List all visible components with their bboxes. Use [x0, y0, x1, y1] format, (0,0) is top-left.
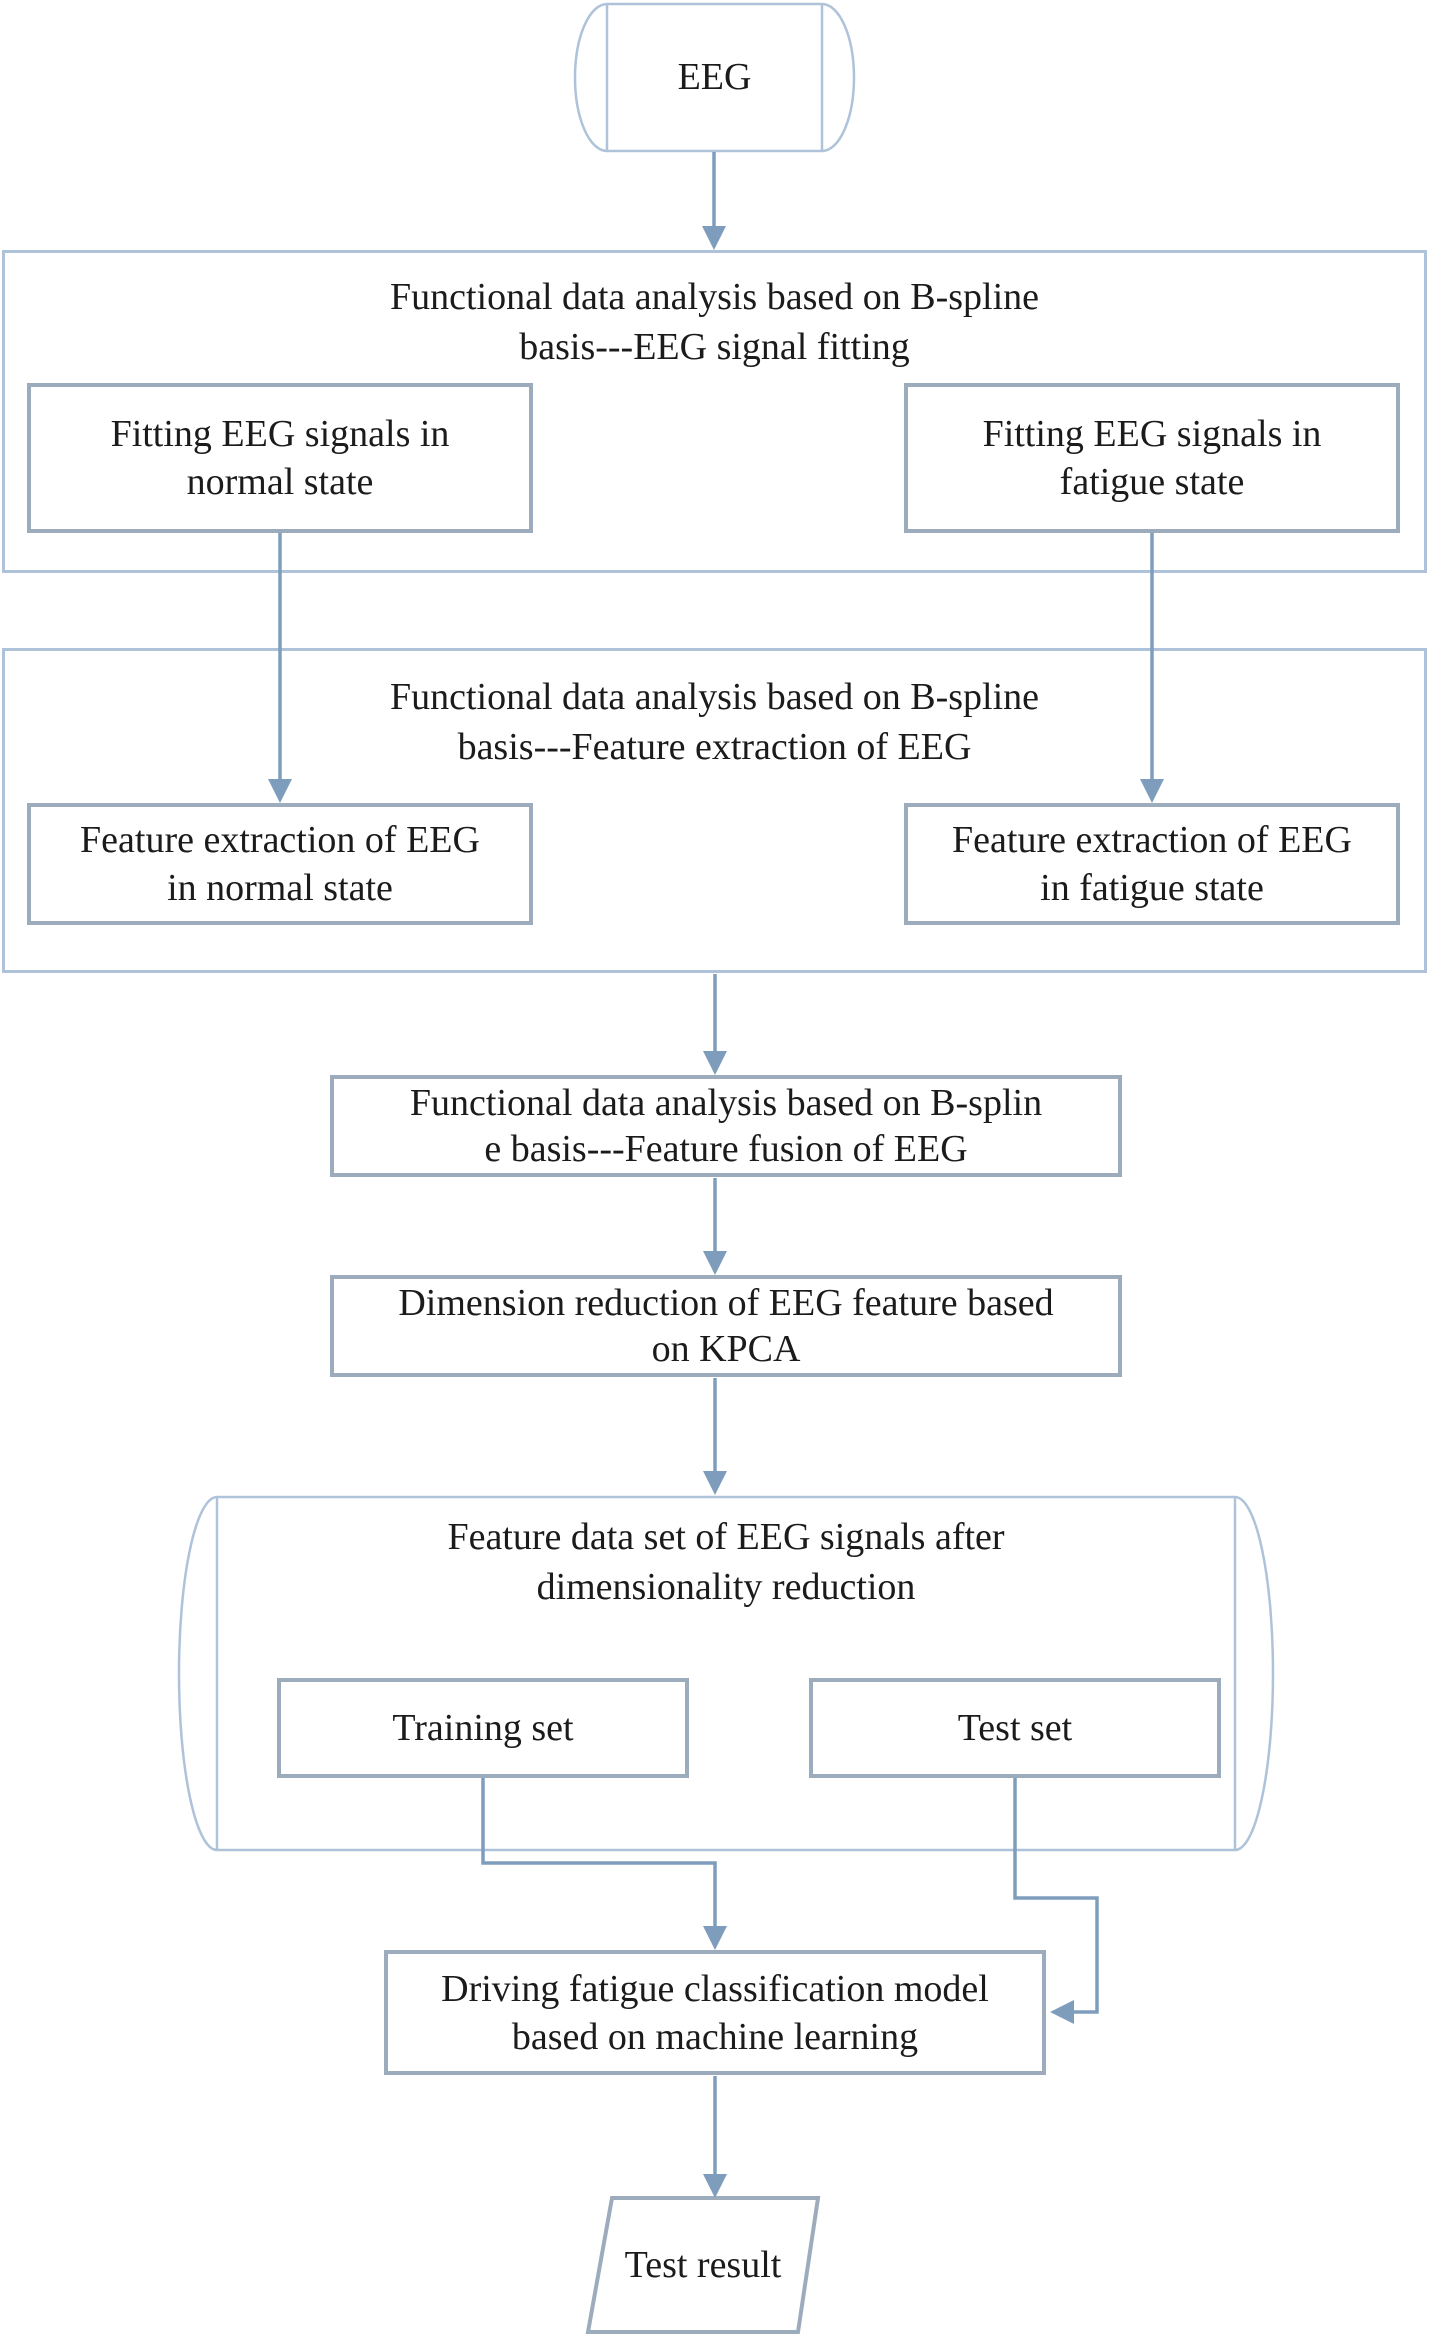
node-dimension-reduction: Dimension reduction of EEG feature based… — [330, 1275, 1122, 1377]
node-signal-fitting-container — [2, 250, 1427, 573]
title-line: Functional data analysis based on B-spli… — [389, 676, 1040, 718]
arrowhead-model-right — [1050, 2000, 1074, 2024]
node-extraction-normal-line: Feature extraction of EEG — [80, 819, 480, 861]
arrowhead-kpca — [703, 1251, 727, 1275]
arrowhead-eeg-to-fitting — [702, 226, 726, 250]
node-test-result-text: Test result — [624, 2244, 782, 2286]
arrowhead-result — [703, 2174, 727, 2198]
title-line: Functional data analysis based on B-spli… — [389, 276, 1040, 318]
title-line: dimensionality reduction — [536, 1566, 916, 1608]
node-eeg-label: EEG — [577, 2, 852, 152]
title-line: basis---EEG signal fitting — [519, 326, 910, 368]
connector-training-to-model — [481, 1778, 717, 1928]
node-feature-fusion-line: e basis---Feature fusion of EEG — [484, 1128, 968, 1170]
node-test-set: Test set — [809, 1678, 1221, 1778]
node-feature-fusion: Functional data analysis based on B-spli… — [330, 1075, 1122, 1177]
node-training-set-label: Training set — [392, 1707, 574, 1749]
arrowhead-dataset — [703, 1471, 727, 1495]
node-fitting-normal: Fitting EEG signals in normal state — [27, 383, 533, 533]
node-dimension-reduction-line: on KPCA — [651, 1328, 801, 1370]
node-eeg-text: EEG — [677, 56, 752, 98]
node-fitting-fatigue: Fitting EEG signals in fatigue state — [904, 383, 1400, 533]
node-classification-model-line: Driving fatigue classification model — [441, 1967, 989, 2010]
node-feature-extraction-title: Functional data analysis based on B-spli… — [2, 672, 1427, 772]
title-line: basis---Feature extraction of EEG — [457, 726, 972, 768]
node-extraction-normal: Feature extraction of EEG in normal stat… — [27, 803, 533, 925]
arrowhead-model-top — [703, 1926, 727, 1950]
node-classification-model: Driving fatigue classification model bas… — [384, 1950, 1046, 2075]
node-training-set: Training set — [277, 1678, 689, 1778]
node-extraction-fatigue-line: in fatigue state — [1040, 867, 1264, 909]
node-dimension-reduction-line: Dimension reduction of EEG feature based — [398, 1282, 1054, 1324]
node-feature-dataset-title: Feature data set of EEG signals after di… — [217, 1512, 1235, 1612]
node-signal-fitting-title: Functional data analysis based on B-spli… — [2, 272, 1427, 372]
node-fitting-fatigue-line: Fitting EEG signals in — [982, 413, 1322, 455]
node-fitting-normal-line: Fitting EEG signals in — [110, 413, 450, 455]
node-test-result-label: Test result — [588, 2198, 818, 2332]
node-classification-model-line: based on machine learning — [511, 2015, 919, 2058]
node-fitting-fatigue-line: fatigue state — [1059, 461, 1245, 503]
node-feature-extraction-container — [2, 648, 1427, 973]
arrowhead-fusion — [703, 1051, 727, 1075]
node-test-set-label: Test set — [957, 1707, 1073, 1749]
title-line: Feature data set of EEG signals after — [447, 1516, 1005, 1558]
node-extraction-fatigue: Feature extraction of EEG in fatigue sta… — [904, 803, 1400, 925]
node-fitting-normal-line: normal state — [186, 461, 374, 503]
node-extraction-normal-line: in normal state — [167, 867, 393, 909]
node-feature-fusion-line: Functional data analysis based on B-spli… — [409, 1082, 1043, 1124]
node-extraction-fatigue-line: Feature extraction of EEG — [952, 819, 1352, 861]
